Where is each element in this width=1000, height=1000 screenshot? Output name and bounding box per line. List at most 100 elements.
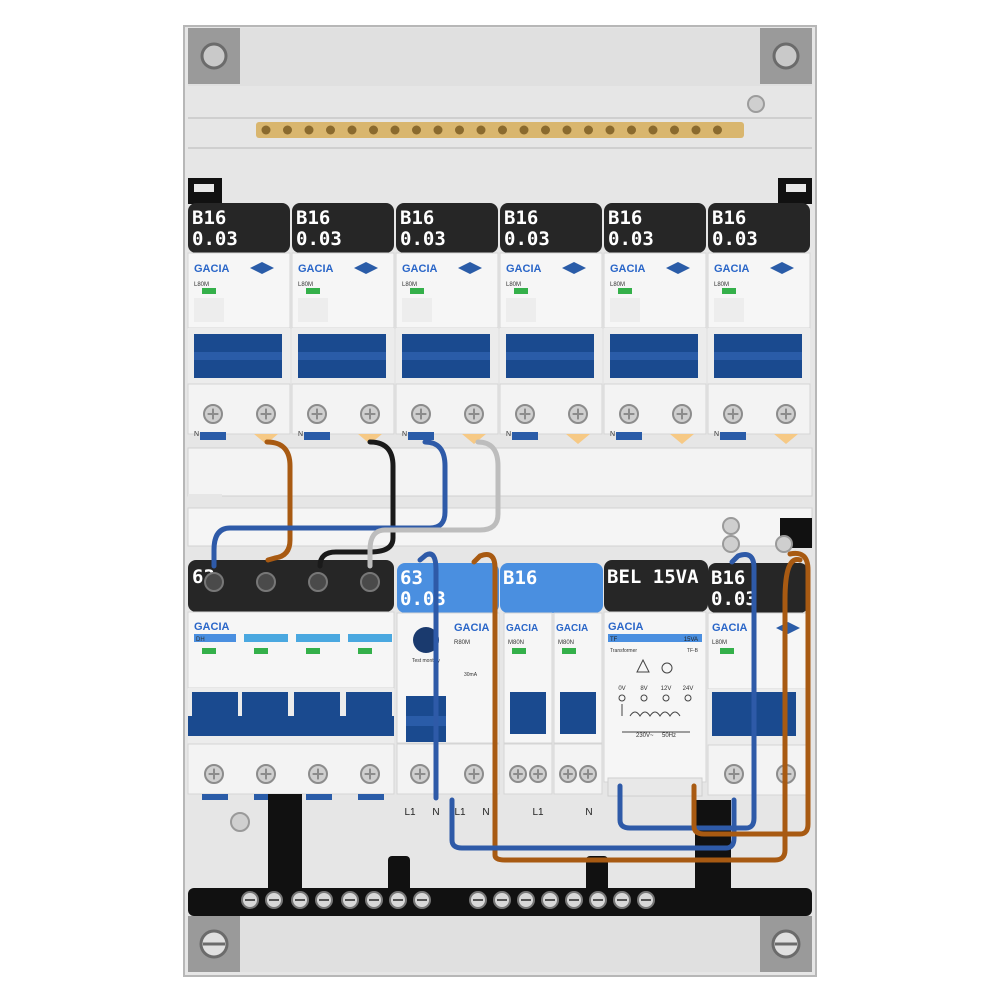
transformer-model-badge: TF xyxy=(610,637,618,643)
tap-terminal xyxy=(640,694,648,702)
terminal-screw xyxy=(203,404,223,424)
neutral-mark: N xyxy=(506,431,511,438)
busbar-hole xyxy=(476,125,486,135)
tap-terminal xyxy=(684,694,692,702)
module-label-rating: B16 xyxy=(712,207,746,229)
enclosure-bottom-rail xyxy=(188,916,812,972)
terminal-mark: N xyxy=(432,807,439,818)
brand-logo: GACIA xyxy=(402,263,438,275)
terminal-screw xyxy=(776,404,796,424)
brand-logo: GACIA xyxy=(298,263,334,275)
neutral-clip xyxy=(616,432,642,440)
busbar-hole xyxy=(670,125,679,135)
spec-block xyxy=(402,298,432,322)
terminal-screw xyxy=(722,535,740,553)
terminal-screw xyxy=(256,404,276,424)
neutral-clip xyxy=(408,432,434,440)
terminal-screw xyxy=(724,764,744,784)
transformer-label-plate xyxy=(604,560,708,612)
handle-bar xyxy=(298,352,386,360)
terminal-screw xyxy=(464,764,484,784)
module-label-plate xyxy=(292,203,394,253)
module-model: L80M xyxy=(610,282,625,288)
wire-blue xyxy=(211,439,448,569)
terminal-face xyxy=(187,383,291,435)
module-model: L80M xyxy=(194,282,209,288)
mounting-screw xyxy=(747,95,765,113)
busbar-hole xyxy=(648,125,658,135)
status-window xyxy=(202,648,216,654)
terminal-face xyxy=(603,383,707,435)
busbar-hole xyxy=(347,125,357,135)
status-window xyxy=(254,648,268,654)
brand-diamond-icon xyxy=(666,262,690,274)
terminal-screw xyxy=(256,764,276,784)
wire-blue xyxy=(417,551,439,801)
module-label-sensitivity: 0.03 xyxy=(712,228,758,250)
module-model: L80M xyxy=(298,282,313,288)
rcd-label-rating: 63 xyxy=(400,567,423,589)
terminal-blocks xyxy=(241,891,655,909)
module-label-plate xyxy=(188,203,290,253)
rcd-model: R80M xyxy=(454,640,470,646)
brand-logo: GACIA xyxy=(506,263,542,275)
din-rail-slot xyxy=(786,184,806,192)
status-window xyxy=(720,648,734,654)
neutral-clip xyxy=(306,794,332,800)
corner-screw-top-right xyxy=(760,28,812,84)
spec-block xyxy=(610,298,640,322)
module-label-sensitivity: 0.03 xyxy=(400,228,446,250)
neutral-clip xyxy=(254,794,280,800)
terminal-screw xyxy=(360,572,380,592)
tap-terminal xyxy=(662,694,670,702)
din-rail-slot xyxy=(194,184,214,192)
brand-diamond-icon xyxy=(354,262,378,274)
wire-blue xyxy=(449,797,737,851)
model-badge xyxy=(608,634,702,642)
enclosure-top-rail xyxy=(188,28,812,86)
terminal-face xyxy=(395,383,499,435)
transformer-subtitle: TF-B xyxy=(687,648,699,654)
neutral-mark: N xyxy=(194,431,199,438)
terminal-mark: N xyxy=(585,807,592,818)
busbar-hole xyxy=(261,125,271,135)
spec-block xyxy=(194,298,224,322)
test-button xyxy=(413,627,439,653)
module-model: L80M xyxy=(506,282,521,288)
terminal-mark: N xyxy=(482,807,489,818)
toggle-handle xyxy=(756,692,796,736)
status-window xyxy=(722,288,736,294)
neutral-clip xyxy=(202,794,228,800)
transformer-label: BEL 15VA xyxy=(607,566,699,588)
terminal-screw xyxy=(568,404,588,424)
status-window xyxy=(306,648,320,654)
model-badge xyxy=(348,634,392,642)
transformer-supply: 230V~ xyxy=(636,733,654,739)
brass-busbar xyxy=(256,122,744,138)
transformer-rating-badge: 15VA xyxy=(684,637,698,643)
transformer-tap: 0V xyxy=(618,686,625,692)
toggle-handle xyxy=(510,692,546,734)
busbar-hole xyxy=(412,125,421,135)
transformer-tap: 8V xyxy=(640,686,647,692)
wire-brown xyxy=(264,439,293,563)
busbar-hole xyxy=(326,125,335,135)
module-label-sensitivity: 0.03 xyxy=(608,228,654,250)
brand-diamond-icon xyxy=(250,262,274,274)
mcb-model: M80N xyxy=(558,640,574,646)
handle-bar xyxy=(610,352,698,360)
terminal-screw xyxy=(559,765,577,783)
main-switch-model: DH xyxy=(196,637,205,643)
brand-logo: GACIA xyxy=(714,263,750,275)
transformer-title: Transformer xyxy=(610,648,637,654)
